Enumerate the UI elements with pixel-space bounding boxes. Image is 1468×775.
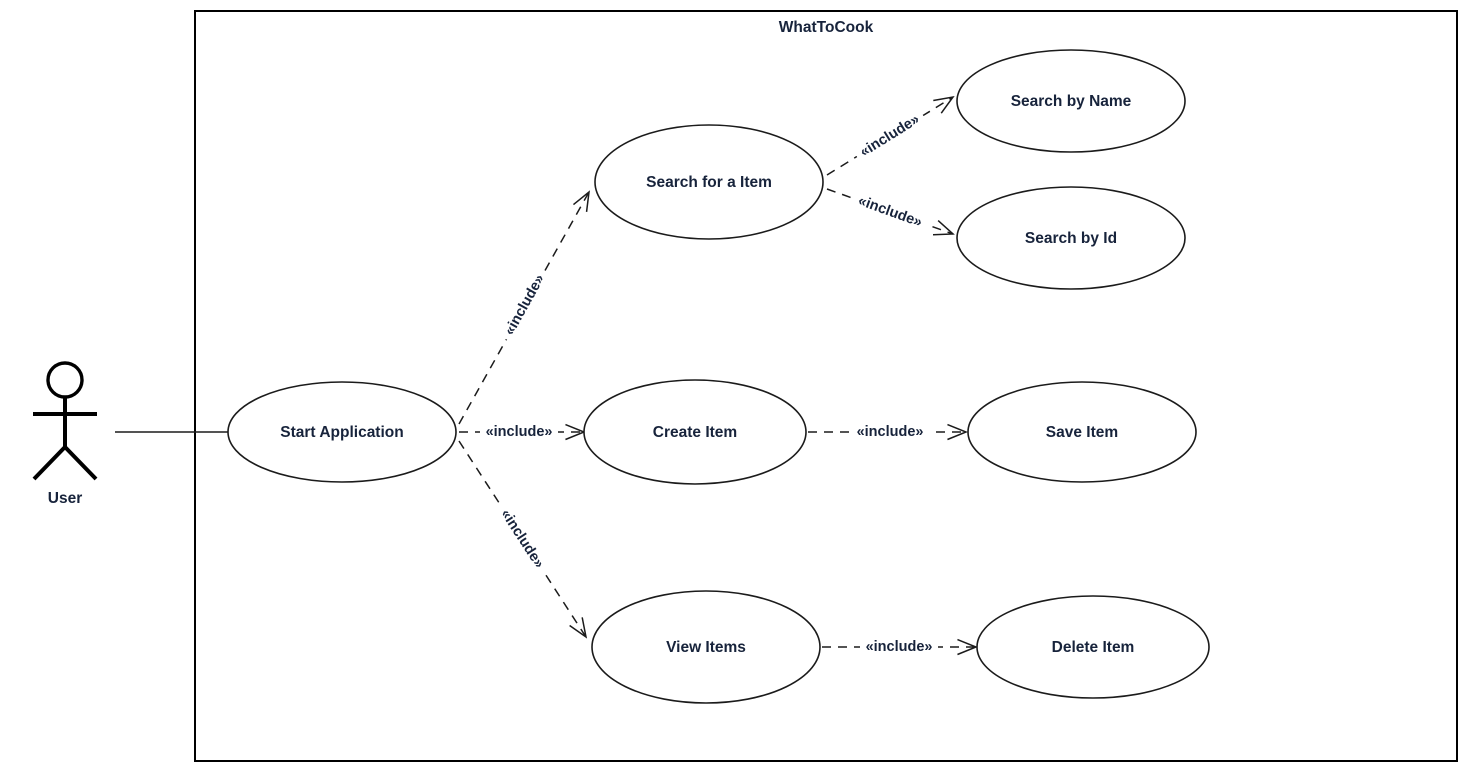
- use-case-ellipse[interactable]: [583, 379, 807, 485]
- use-case-search-for-a-item[interactable]: Search for a Item: [594, 124, 824, 240]
- include-arrowhead-icon: [569, 617, 588, 639]
- use-case-ellipse[interactable]: [591, 590, 821, 704]
- use-case-ellipse[interactable]: [967, 381, 1197, 483]
- use-case-ellipse[interactable]: [956, 49, 1186, 153]
- use-case-search-by-id[interactable]: Search by Id: [956, 186, 1186, 290]
- use-case-ellipse[interactable]: [227, 381, 457, 483]
- include-stereotype-label: «include»: [857, 424, 924, 440]
- include-label-group: «include»: [480, 423, 558, 441]
- actor-head-icon: [46, 361, 84, 399]
- use-case-search-by-name[interactable]: Search by Name: [956, 49, 1186, 153]
- include-label-group: «include»: [860, 638, 938, 656]
- actor-left-leg-icon: [32, 445, 67, 481]
- include-label-backdrop: [851, 423, 929, 441]
- include-stereotype-label: «include»: [486, 424, 553, 440]
- use-case-ellipse[interactable]: [976, 595, 1210, 699]
- use-case-view-items[interactable]: View Items: [591, 590, 821, 704]
- include-arrowhead-icon: [932, 220, 955, 236]
- use-case-start-application[interactable]: Start Application: [227, 381, 457, 483]
- actor-label: User: [48, 490, 82, 507]
- include-label-backdrop: [480, 423, 558, 441]
- include-stereotype-label: «include»: [866, 639, 933, 655]
- include-arrowhead-icon: [957, 638, 979, 656]
- use-case-create-item[interactable]: Create Item: [583, 379, 807, 485]
- system-title-label: WhatToCook: [779, 19, 874, 36]
- include-arrowhead-icon: [947, 423, 969, 441]
- actor-user-group[interactable]: User: [32, 361, 98, 507]
- use-case-save-item[interactable]: Save Item: [967, 381, 1197, 483]
- include-label-backdrop: [860, 638, 938, 656]
- use-case-label: Search by Name: [1011, 93, 1132, 110]
- use-case-label: Create Item: [653, 424, 737, 441]
- include-relationship: «include»: [459, 423, 587, 441]
- include-label-backdrop: [852, 107, 928, 165]
- use-case-label: Save Item: [1046, 424, 1118, 441]
- use-case-label: Search for a Item: [646, 174, 772, 191]
- include-label-backdrop: [493, 501, 551, 577]
- include-label-group: «include»: [851, 423, 929, 441]
- actor-right-leg-icon: [63, 445, 98, 481]
- use-case-label: Start Application: [280, 424, 403, 441]
- use-case-ellipse[interactable]: [594, 124, 824, 240]
- use-case-ellipse[interactable]: [956, 186, 1186, 290]
- include-arrowhead-icon: [933, 95, 955, 114]
- use-case-label: Search by Id: [1025, 230, 1117, 247]
- include-label-backdrop: [850, 190, 930, 234]
- system-boundary-group: WhatToCook: [194, 10, 1458, 762]
- use-case-label: View Items: [666, 639, 746, 656]
- include-relationship: «include»: [822, 638, 979, 656]
- include-relationship: «include»: [808, 423, 969, 441]
- include-dashed-line: [826, 96, 954, 176]
- use-case-label: Delete Item: [1052, 639, 1135, 656]
- include-label-backdrop: [498, 266, 552, 344]
- include-arrowhead-icon: [572, 190, 590, 212]
- use-case-delete-item[interactable]: Delete Item: [976, 595, 1210, 699]
- system-boundary-box: [194, 10, 1458, 762]
